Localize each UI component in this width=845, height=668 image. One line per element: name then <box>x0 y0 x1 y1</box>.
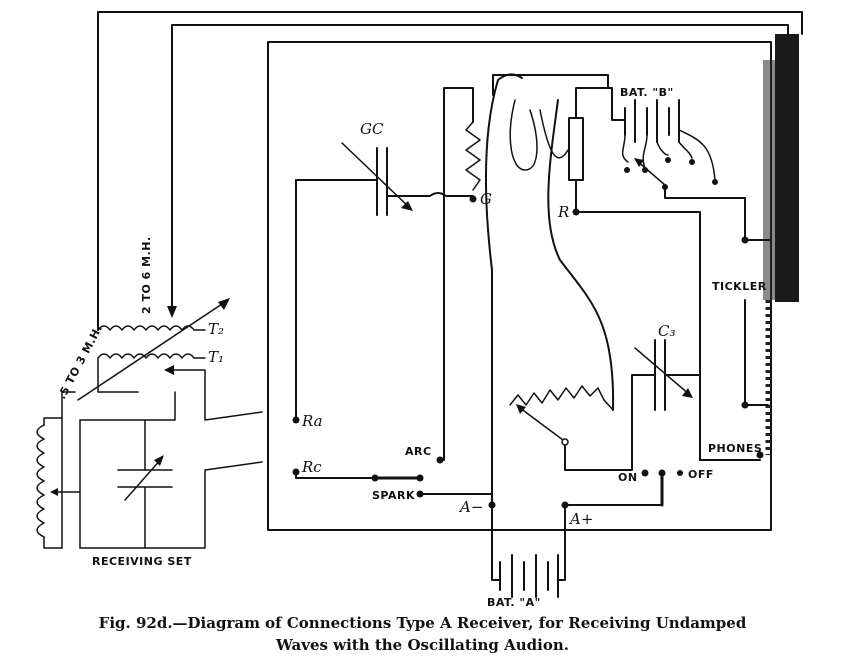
gc-variable-arrow <box>341 142 411 209</box>
coupler-top-wire-outer <box>97 11 803 331</box>
rs-condenser-arrow-head <box>154 455 164 466</box>
receiving-set-loading-coil <box>36 424 45 538</box>
audion-filament-loop <box>509 99 538 171</box>
off-terminal <box>677 470 683 476</box>
filament-top-wire <box>492 74 609 96</box>
off-label: OFF <box>688 468 714 481</box>
rheostat-right-lead <box>603 399 614 411</box>
switch-contact <box>416 474 424 482</box>
bat-b-contact-5 <box>712 179 718 185</box>
phones-label: PHONES <box>708 442 762 455</box>
bat-b-contact-1 <box>624 167 630 173</box>
loading-coil-bottom-lead <box>43 536 63 549</box>
ra-terminal <box>292 416 300 424</box>
bat-b-label: BAT. "B" <box>620 86 674 99</box>
secondary-tap-arrow <box>167 306 177 318</box>
rheostat-arm-head <box>516 404 526 414</box>
receiver-enclosure <box>267 41 772 531</box>
tickler-to-phones <box>744 299 769 406</box>
bat-b-to-tickler <box>664 186 771 241</box>
switch-pivot <box>371 474 379 482</box>
coupler-variable-arrow <box>77 299 229 401</box>
loading-coil-tap-arrow <box>50 488 58 496</box>
coupler-top-wire-inner <box>171 24 789 313</box>
receiving-set-bottom-wire <box>79 419 263 549</box>
grid-leak-resistor <box>465 121 481 191</box>
ra-label: Ra <box>301 412 323 430</box>
bat-b-tap-5 <box>678 129 716 181</box>
grid-terminal <box>469 195 477 203</box>
a-minus-label: A− <box>458 498 483 516</box>
coupler-arrow-head <box>218 298 230 310</box>
t2-label: T₂ <box>208 320 224 338</box>
receiving-set-wire-left <box>61 391 76 549</box>
gc-arrow-head <box>401 201 413 211</box>
bat-b-tap-1 <box>621 134 629 163</box>
secondary-coil-t2 <box>97 325 206 331</box>
rc-wire <box>295 471 376 479</box>
audion-plate <box>568 117 584 181</box>
tickler-terminal-top <box>741 236 749 244</box>
gc-label: GC <box>360 120 384 138</box>
c3-left-wire <box>564 374 656 471</box>
tickler-coil <box>775 34 799 302</box>
primary-lead-left <box>97 357 139 393</box>
filament-rheostat-coil <box>509 385 605 406</box>
grid-leak-arc-wire <box>439 87 474 461</box>
a-minus-to-battery <box>491 504 501 581</box>
bat-a-label: BAT. "A" <box>487 596 541 609</box>
tickler-coil-shadow <box>763 60 775 300</box>
arc-label: ARC <box>405 445 432 458</box>
receiving-set-label: RECEIVING SET <box>92 555 192 568</box>
audion-filament-loop-2 <box>539 109 569 159</box>
rheostat-pivot <box>561 438 569 446</box>
phones-terminal-2 <box>756 451 764 459</box>
a-plus-to-battery <box>557 504 566 581</box>
rs-condenser-arrow <box>124 457 163 501</box>
caption-line-1: Fig. 92d.—Diagram of Connections Type A … <box>98 614 747 632</box>
grid-label: G <box>480 190 492 208</box>
receiving-set-top-wire <box>79 391 176 421</box>
plate-label: R <box>557 203 569 221</box>
on-terminal <box>641 469 649 477</box>
secondary-range-label: 2 TO 6 M.H. <box>140 236 153 314</box>
audion-bulb-left <box>485 79 499 506</box>
a-plus-label: A+ <box>568 510 593 528</box>
tickler-label: TICKLER <box>712 280 767 293</box>
rheostat-arm <box>519 407 564 441</box>
primary-tap-arrow <box>164 365 174 375</box>
on-label: ON <box>618 471 638 484</box>
c3-variable-arrow <box>634 347 691 396</box>
bat-b-tap-3 <box>656 141 669 156</box>
c3-label: C₃ <box>658 322 676 340</box>
bat-b-tap-2 <box>642 134 648 169</box>
bat-b-contact-3 <box>665 157 671 163</box>
c3-arrow-head <box>682 388 693 398</box>
bat-b-contact-4 <box>689 159 695 165</box>
bat-b-selector-head <box>634 158 644 167</box>
loading-coil-top-lead <box>43 417 63 426</box>
caption-line-2: Waves with the Oscillating Audion. <box>275 636 570 654</box>
phones-terminal-1 <box>741 401 749 409</box>
plate-circuit-wire <box>575 179 701 461</box>
gc-right-wire <box>386 192 474 197</box>
bat-b-tap-4 <box>678 141 693 159</box>
primary-coil-t1 <box>97 353 206 359</box>
spark-label: SPARK <box>372 489 415 502</box>
audion-bulb-right <box>547 99 615 411</box>
t1-label: T₁ <box>208 348 224 366</box>
rc-label: Rc <box>301 458 322 476</box>
plate-top-wire <box>575 87 626 121</box>
primary-lead-right <box>165 369 263 421</box>
